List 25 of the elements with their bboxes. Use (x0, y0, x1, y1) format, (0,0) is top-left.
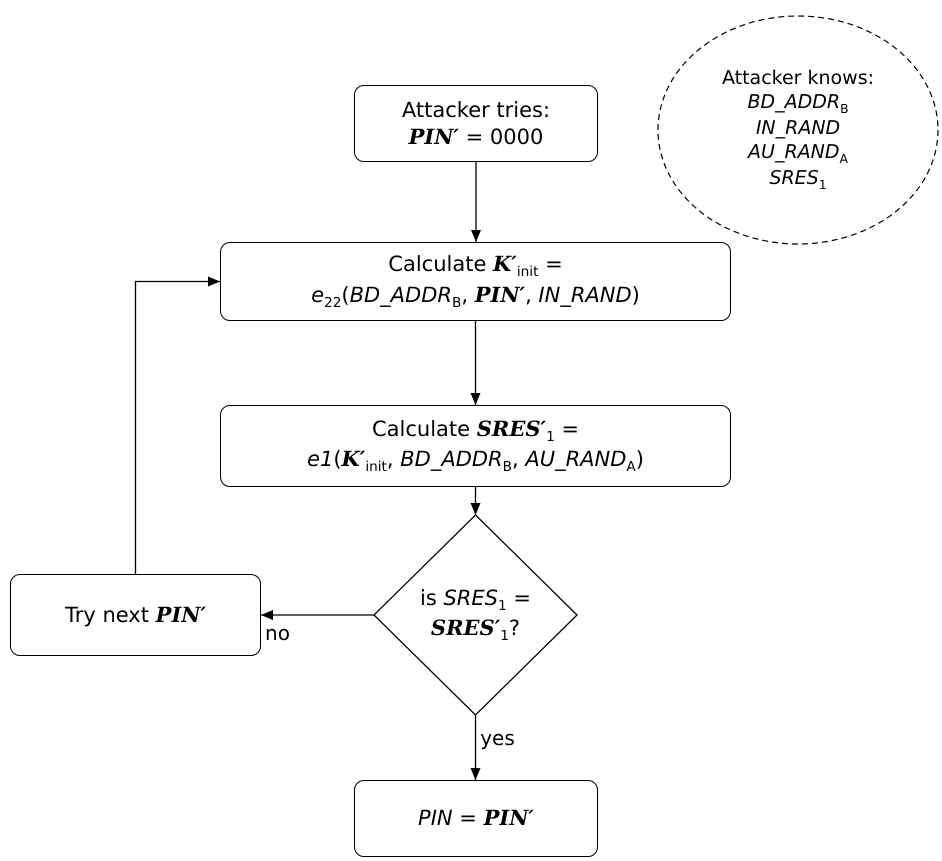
node-text: BD_ADDR$_{B}$ (747, 90, 849, 117)
node-text: PIN′ = 0000 (408, 124, 544, 150)
node-text: Try next PIN′ (64, 602, 206, 628)
process-box (220, 242, 731, 321)
node-text: PIN = PIN′ (418, 805, 534, 832)
node-text: e1(K′$_{init}$, BD_ADDR$_{B}$, AU_RAND$_{A}$) (307, 446, 644, 476)
node-text: Attacker tries: (402, 97, 550, 124)
arrow (471, 162, 481, 242)
arrow (134, 276, 220, 574)
process-box (220, 405, 731, 487)
arrow (470, 715, 480, 780)
node-text: Attacker knows: (722, 66, 874, 91)
arrow (470, 487, 480, 515)
process-box (354, 780, 598, 857)
node-text: IN_RAND (756, 116, 840, 141)
process-box (354, 85, 598, 162)
node-text: SRES$_{1}$ (769, 166, 827, 194)
node-text: AU_RAND$_{A}$ (748, 140, 848, 167)
node-text: is SRES$_{1}$ = SRES′$_{1}$? (419, 584, 532, 646)
process-box (10, 574, 261, 656)
node-text: Calculate SRES′$_{1}$ = (372, 416, 580, 446)
arrow (470, 321, 480, 405)
arrow (261, 610, 374, 620)
node-text: e$_{22}$(BD_ADDR$_{B}$, PIN′, IN_RAND) (311, 282, 640, 312)
node-text: Calculate K′$_{init}$ = (388, 251, 563, 282)
